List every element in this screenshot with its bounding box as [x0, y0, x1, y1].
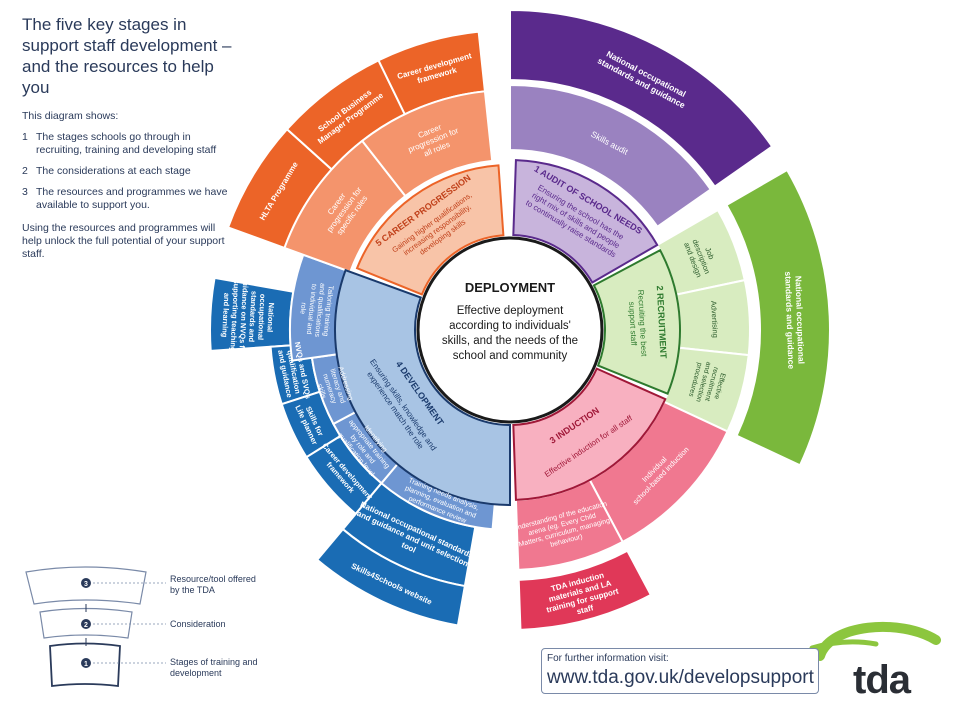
resource-induction-label-line: staff	[576, 603, 595, 616]
center-line: Effective deployment	[457, 305, 564, 317]
resource-recruitment	[725, 168, 831, 467]
tda-logo: tda	[853, 658, 911, 702]
page-title: The five key stages in support staff dev…	[22, 15, 232, 97]
consideration-advertising-label-line: Advertising	[709, 301, 720, 339]
resource-dev-skills4schools	[315, 527, 467, 627]
center-line: school and community	[453, 350, 568, 362]
stage-audit	[512, 159, 659, 284]
consideration-advertising-label: Advertising	[709, 301, 720, 339]
consideration-tailoring-label-line: role	[298, 302, 306, 314]
resource-dev-nos-nvq-label-line: supporting teaching	[228, 279, 241, 352]
stage-recruitment-title: 2 RECRUITMENT	[655, 285, 669, 359]
legend-number: 1	[84, 661, 88, 668]
resource-recruitment-label-line: National occupational	[793, 276, 806, 365]
center-line: skills, and the needs of the	[442, 335, 578, 347]
stage-induction	[512, 367, 667, 501]
further-info-link[interactable]: For further information visit: www.tda.g…	[541, 648, 819, 694]
center-line: according to individuals'	[449, 320, 571, 332]
stage-recruitment-text-line: Recruiting the best	[636, 290, 649, 358]
legend: 3 2 1	[25, 566, 166, 688]
resource-dev-nos-nvq-label-line: occupational	[256, 294, 267, 341]
legend-number: 2	[84, 622, 88, 629]
intro-panel: The five key stages in support staff dev…	[22, 14, 232, 269]
consideration-skills-audit	[509, 83, 713, 229]
website-url[interactable]: www.tda.gov.uk/developsupport	[547, 667, 814, 688]
resource-dev-nos-nvq-label-line: standards and	[247, 291, 259, 343]
legend-number-badge	[81, 619, 91, 629]
logo-swoosh-inner	[809, 639, 879, 651]
resource-dev-nos-nvq-label-line: and learning	[220, 293, 231, 338]
intro-closing: Using the resources and programmes will …	[22, 222, 225, 260]
resource-audit	[509, 8, 774, 188]
center-circle	[416, 236, 604, 424]
legend-number-badge	[81, 658, 91, 668]
legend-label-stage: Stages of training and development	[170, 657, 258, 678]
stage-recruitment	[592, 248, 681, 395]
resource-recruitment-label-line: standards and guidance	[783, 271, 796, 369]
legend-label-consideration: Consideration	[170, 619, 226, 629]
intro-lead: This diagram shows:	[22, 110, 119, 122]
resource-dev-nos-nvq-label-line: National	[265, 302, 276, 332]
consideration-career-all	[360, 90, 494, 198]
stage-development	[334, 268, 511, 507]
stage-recruitment-title-line: 2 RECRUITMENT	[655, 285, 669, 359]
further-info-label: For further information visit:	[547, 653, 669, 664]
consideration-job-design-label-line: Job	[703, 246, 716, 261]
center-title: DEPLOYMENT	[465, 280, 555, 295]
consideration-literacy-label-line: skills	[315, 383, 326, 400]
resource-dev-nos-nvq-label-line: guidance on NVQs for	[237, 276, 250, 355]
resource-induction	[517, 549, 653, 631]
legend-label-resource: Resource/tool offered by the TDA	[170, 574, 256, 595]
tda-logo-icon	[809, 621, 941, 661]
stage-career	[355, 164, 505, 296]
legend-number-badge	[81, 578, 91, 588]
legend-number: 3	[84, 581, 88, 588]
stage-recruitment-text-line: support staff	[627, 301, 638, 346]
